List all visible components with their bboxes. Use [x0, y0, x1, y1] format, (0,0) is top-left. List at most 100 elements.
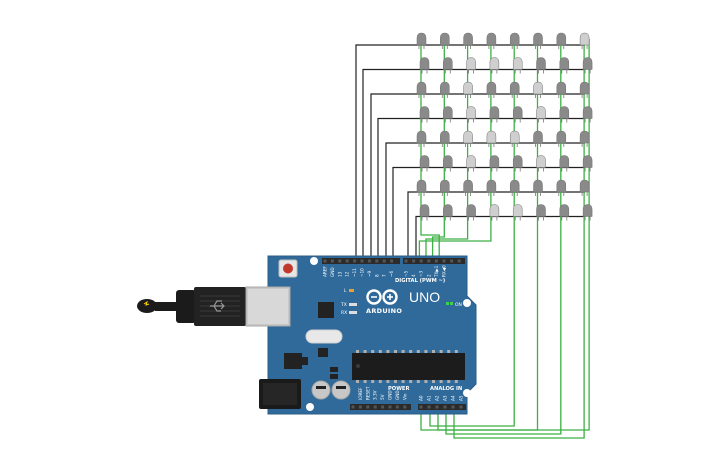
header-pin	[459, 405, 463, 409]
chip-pin	[386, 380, 390, 383]
usb-b-port-face	[248, 289, 288, 324]
led-body	[579, 32, 590, 46]
header-pin	[419, 405, 423, 409]
led-body	[443, 57, 453, 70]
header-pin	[360, 259, 364, 263]
digital-pin-label: ~6	[389, 270, 394, 277]
led-body	[579, 130, 590, 144]
column-wire	[420, 39, 590, 431]
led-body	[443, 106, 453, 119]
header-pin	[373, 405, 377, 409]
led	[466, 155, 476, 172]
chip-pin	[424, 380, 428, 383]
column-wire	[420, 39, 440, 259]
led	[466, 204, 476, 221]
led-body	[463, 130, 473, 144]
led	[556, 179, 567, 196]
led	[559, 106, 570, 123]
led-body	[559, 204, 570, 217]
led	[582, 155, 593, 172]
chip-pin	[432, 350, 435, 353]
atmega-chip	[352, 353, 465, 380]
led	[582, 57, 593, 74]
led-body	[582, 204, 593, 217]
led	[443, 57, 453, 74]
column-wire	[445, 39, 562, 435]
header-pin	[419, 259, 423, 263]
led	[582, 106, 593, 123]
chip-pin	[363, 380, 367, 383]
led	[509, 130, 520, 147]
chip-pins	[356, 350, 458, 383]
led	[443, 155, 453, 172]
led-body	[440, 130, 450, 144]
led	[533, 81, 543, 98]
led	[582, 204, 593, 221]
chip-pin	[394, 350, 397, 353]
led	[486, 179, 497, 196]
led	[533, 32, 543, 49]
digital-pin-label: AREF	[323, 266, 328, 277]
chip-pin	[454, 350, 458, 353]
led	[486, 81, 497, 98]
led	[512, 106, 523, 123]
chip-pin	[454, 380, 458, 383]
analog-pin-label: A4	[451, 395, 456, 401]
led	[489, 155, 500, 172]
led-body	[486, 130, 497, 144]
analog-pin-label: A5	[459, 395, 464, 401]
led-body	[419, 155, 430, 168]
led-body	[579, 81, 590, 95]
digital-pin-label: ~5	[404, 270, 409, 277]
led-body	[466, 57, 476, 70]
led	[489, 204, 500, 221]
led-body	[512, 57, 523, 70]
led	[416, 179, 427, 196]
led	[466, 57, 476, 74]
led	[559, 155, 570, 172]
led	[512, 155, 523, 172]
header-pin	[358, 405, 362, 409]
led	[512, 57, 523, 74]
header-pin	[382, 259, 386, 263]
arduino-logo-icon	[366, 289, 398, 305]
chip-pin	[386, 350, 390, 353]
led-body	[419, 106, 430, 119]
analog-pin-label: A2	[435, 395, 440, 401]
led-body	[536, 204, 546, 217]
led-body	[512, 155, 523, 168]
rx-led	[349, 311, 357, 314]
power-pin-label: Vin	[402, 393, 407, 400]
led-body	[509, 179, 520, 193]
led-body	[533, 81, 543, 95]
led-body	[582, 57, 593, 70]
power-section-label: POWER	[388, 386, 409, 392]
led	[556, 130, 567, 147]
led-body	[486, 179, 497, 193]
led-body	[419, 204, 430, 217]
led-body	[536, 155, 546, 168]
mounting-hole	[310, 257, 318, 265]
led-body	[416, 32, 427, 46]
chip-pin	[401, 380, 405, 383]
power-pin-label: 5V	[380, 394, 385, 400]
led-body	[440, 179, 450, 193]
power-pin-label: 3.3V	[373, 390, 378, 400]
row-wire	[355, 44, 586, 259]
led-body	[512, 106, 523, 119]
led	[559, 204, 570, 221]
led	[536, 106, 546, 123]
led	[440, 130, 450, 147]
mounting-hole	[306, 403, 314, 411]
led	[443, 106, 453, 123]
chip-pin	[356, 350, 359, 353]
usb-cable[interactable]	[137, 287, 246, 326]
led	[536, 204, 546, 221]
tx-led	[349, 303, 357, 306]
header-pin	[434, 259, 438, 263]
chip-pin	[371, 380, 375, 383]
led	[466, 106, 476, 123]
power-header	[350, 404, 411, 410]
